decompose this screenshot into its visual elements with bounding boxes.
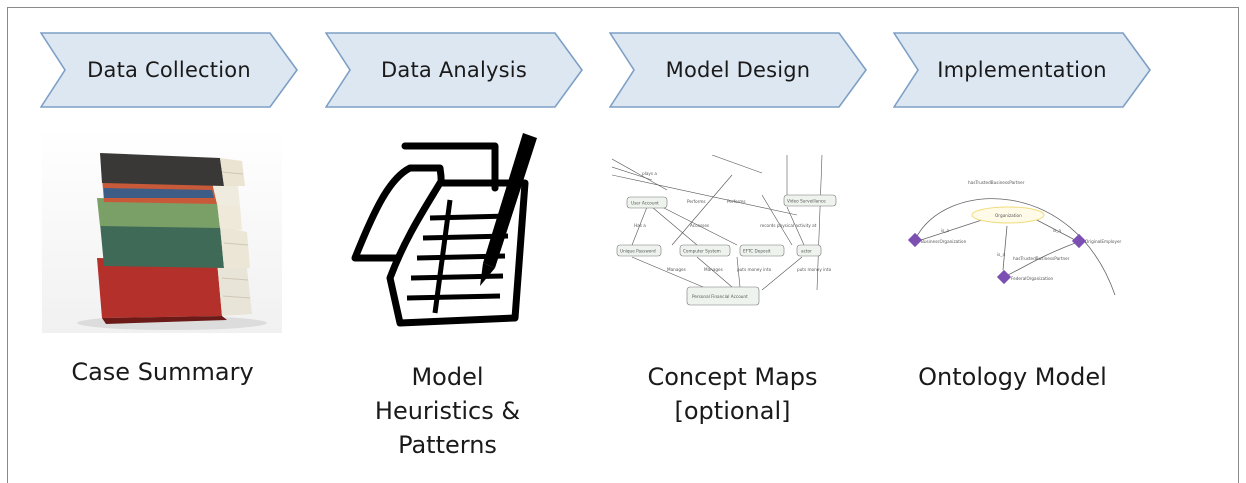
concept-edge-label: records physical activity at	[760, 223, 817, 228]
ontology-graph-image: Organization BusinessOrganization Origin…	[907, 180, 1122, 296]
concept-edge-label: plays a	[642, 171, 657, 176]
ontology-node-label: Organization	[995, 213, 1022, 218]
concept-node-label: actor	[801, 249, 812, 254]
caption-line: Ontology Model	[918, 363, 1107, 391]
stage-chevron-data-analysis: Data Analysis	[325, 32, 583, 108]
caption-concept-maps: Concept Maps [optional]	[610, 360, 855, 428]
concept-edge-label: Performs	[727, 199, 746, 204]
concept-node-label: Unique Password	[620, 249, 656, 254]
ontology-edge-label: is_a	[941, 228, 949, 233]
concept-edge-label: puts money into	[737, 267, 772, 272]
ontology-node-label: FederalOrganization	[1011, 276, 1054, 281]
stage-label: Data Collection	[87, 58, 251, 82]
concept-edge-label: Accesses	[690, 223, 709, 228]
caption-case-summary: Case Summary	[40, 355, 285, 389]
stage-label: Data Analysis	[381, 58, 527, 82]
caption-line: Model	[411, 363, 484, 391]
stage-label: Implementation	[937, 58, 1107, 82]
caption-line: [optional]	[674, 397, 791, 425]
concept-edge-label: Manages	[704, 267, 723, 272]
caption-model-heuristics: Model Heuristics & Patterns	[335, 360, 560, 462]
caption-line: Case Summary	[71, 358, 254, 386]
concept-node-label: Video Surveillance	[787, 199, 826, 204]
caption-line: Concept Maps	[647, 363, 818, 391]
stage-chevron-model-design: Model Design	[609, 32, 867, 108]
caption-line: Heuristics &	[374, 397, 521, 425]
books-stack-image	[42, 128, 282, 333]
ontology-edge-label: hasTrustedBusinessPartner	[1013, 256, 1070, 261]
stage-chevron-data-collection: Data Collection	[40, 32, 298, 108]
caption-line: Patterns	[398, 431, 497, 459]
notepad-pen-icon	[351, 133, 537, 327]
concept-node-label: User Account	[631, 201, 659, 206]
ontology-edge-label: is_a	[997, 252, 1005, 257]
ontology-node-label: OriginalEmployer	[1085, 239, 1122, 244]
concept-node-label: Computer System	[683, 249, 721, 254]
concept-edge-label: Performs	[687, 199, 706, 204]
stage-chevron-implementation: Implementation	[893, 32, 1151, 108]
concept-map-image: User Account Unique Password Computer Sy…	[612, 155, 837, 306]
concept-node-label: Personal Financial Account	[692, 294, 748, 299]
caption-ontology-model: Ontology Model	[890, 360, 1135, 394]
concept-edge-label: Has a	[634, 223, 646, 228]
ontology-edge-label: is_a	[1053, 228, 1061, 233]
concept-node-label: EFTC Deposit	[743, 249, 771, 254]
ontology-node-label: BusinessOrganization	[921, 239, 967, 244]
ontology-edge-label: hasTrustedBusinessPartner	[968, 180, 1025, 185]
stage-label: Model Design	[665, 58, 811, 82]
concept-edge-label: Manages	[667, 267, 686, 272]
concept-edge-label: puts money into	[797, 267, 832, 272]
